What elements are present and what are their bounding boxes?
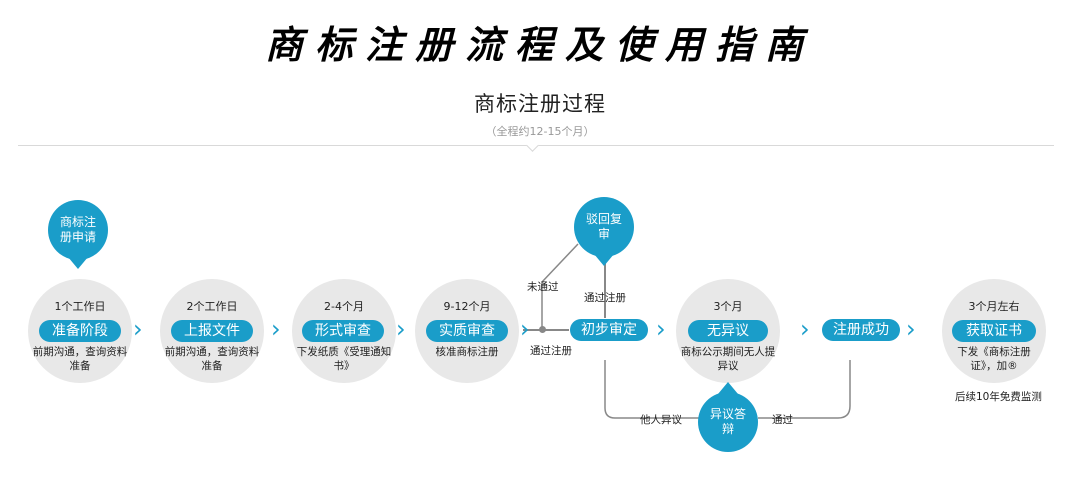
chevron-right-icon: › <box>656 315 666 343</box>
review-bubble-text: 驳回复审 <box>586 212 623 241</box>
duration-note: （全程约12-15个月） <box>485 125 595 138</box>
chevron-right-icon: › <box>271 315 281 343</box>
step-prepare: 准备阶段 <box>39 320 121 342</box>
connector-objection-loop <box>604 360 851 419</box>
objection-bubble-pointer <box>718 382 738 394</box>
chevron-right-icon: › <box>133 315 143 343</box>
review-bubble: 驳回复审 <box>574 197 634 257</box>
step-time: 3个月左右 <box>968 300 1020 313</box>
label-monitoring: 后续10年免费监测 <box>955 391 1042 403</box>
step-desc: 前期沟通，查询资料准备 <box>32 346 128 372</box>
step-desc: 下发纸质《受理通知书》 <box>296 346 392 372</box>
step-desc: 商标公示期间无人提异议 <box>680 346 776 372</box>
step-preliminary-approval: 初步审定 <box>570 319 648 341</box>
step-registration-success: 注册成功 <box>822 319 900 341</box>
step-time: 1个工作日 <box>54 300 106 313</box>
step-submit: 上报文件 <box>171 320 253 342</box>
chevron-right-icon: › <box>396 315 406 343</box>
apply-bubble-pointer <box>68 257 88 269</box>
chevron-right-icon: › <box>800 315 810 343</box>
objection-bubble: 异议答辩 <box>698 392 758 452</box>
step-desc: 核准商标注册 <box>435 346 499 358</box>
step-formal-review: 形式审查 <box>302 320 384 342</box>
step-certificate: 获取证书 <box>952 320 1036 342</box>
step-no-objection: 无异议 <box>688 320 768 342</box>
step-substantive-review: 实质审查 <box>426 320 508 342</box>
main-title: 商标注册流程及使用指南 <box>264 22 815 67</box>
step-desc: 下发《商标注册证》，加® <box>957 346 1031 372</box>
divider-notch <box>526 139 539 152</box>
connector-main <box>523 329 569 331</box>
label-passed: 通过 <box>772 414 793 426</box>
apply-bubble: 商标注册申请 <box>48 200 108 260</box>
label-not-passed: 未通过 <box>527 281 559 293</box>
label-pass-register-top: 通过注册 <box>584 292 626 304</box>
chevron-right-icon: › <box>520 315 530 343</box>
objection-bubble-text: 异议答辩 <box>710 407 747 436</box>
label-others-object: 他人异议 <box>640 414 682 426</box>
section-title: 商标注册过程 <box>474 92 606 116</box>
step-time: 9-12个月 <box>443 300 491 313</box>
label-pass-register-left: 通过注册 <box>530 345 572 357</box>
apply-bubble-text: 商标注册申请 <box>60 215 97 244</box>
connector-not-passed <box>541 243 579 330</box>
step-time: 3个月 <box>713 300 743 313</box>
connector-review-down <box>604 248 606 318</box>
step-time: 2个工作日 <box>186 300 238 313</box>
chevron-right-icon: › <box>906 315 916 343</box>
step-time: 2-4个月 <box>324 300 364 313</box>
step-desc: 前期沟通，查询资料准备 <box>164 346 260 372</box>
review-bubble-pointer <box>594 254 614 266</box>
